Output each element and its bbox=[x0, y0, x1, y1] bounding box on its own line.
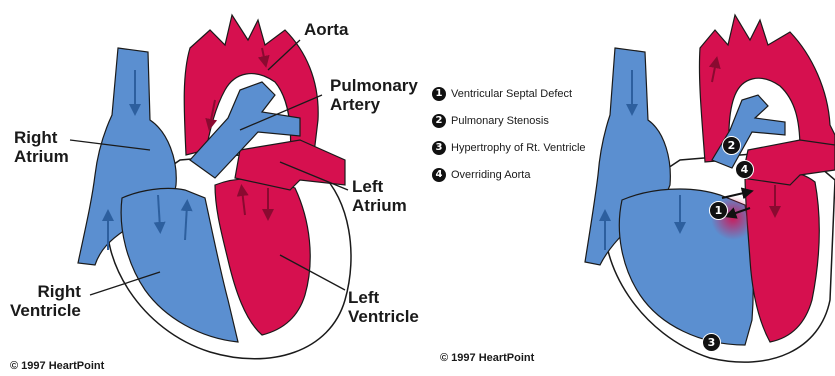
copyright-left: © 1997 HeartPoint bbox=[10, 360, 104, 372]
legend-number-badge: 1 bbox=[432, 87, 446, 101]
label-left-atrium-line2: Atrium bbox=[352, 196, 407, 215]
label-left-ventricle-line2: Ventricle bbox=[348, 307, 419, 326]
label-right-atrium-line2: Atrium bbox=[14, 147, 69, 166]
legend-text: Overriding Aorta bbox=[451, 169, 530, 181]
label-left-atrium-line1: Left bbox=[352, 177, 407, 196]
marker-4-overriding-aorta: 4 bbox=[735, 160, 754, 179]
legend-text: Ventricular Septal Defect bbox=[451, 88, 572, 100]
legend-item: 3 Hypertrophy of Rt. Ventricle bbox=[432, 134, 586, 161]
copyright-right: © 1997 HeartPoint bbox=[440, 352, 534, 364]
label-right-ventricle-line2: Ventricle bbox=[10, 301, 81, 320]
label-left-atrium: Left Atrium bbox=[352, 177, 407, 215]
legend-item: 4 Overriding Aorta bbox=[432, 161, 586, 188]
marker-3-hypertrophy: 3 bbox=[702, 333, 721, 352]
label-aorta: Aorta bbox=[304, 20, 348, 39]
tetralogy-heart bbox=[585, 15, 835, 362]
label-left-ventricle: Left Ventricle bbox=[348, 288, 419, 326]
legend-number-badge: 2 bbox=[432, 114, 446, 128]
label-left-ventricle-line1: Left bbox=[348, 288, 419, 307]
legend-text: Pulmonary Stenosis bbox=[451, 115, 549, 127]
legend-text: Hypertrophy of Rt. Ventricle bbox=[451, 142, 586, 154]
label-right-ventricle: Right Ventricle bbox=[10, 282, 81, 320]
label-pulmonary-artery-line2: Artery bbox=[330, 95, 418, 114]
label-right-atrium: Right Atrium bbox=[14, 128, 69, 166]
marker-1-septal-defect: 1 bbox=[709, 201, 728, 220]
legend-number-badge: 4 bbox=[432, 168, 446, 182]
label-right-atrium-line1: Right bbox=[14, 128, 69, 147]
legend-item: 2 Pulmonary Stenosis bbox=[432, 107, 586, 134]
aorta-tof bbox=[699, 15, 835, 162]
label-pulmonary-artery-line1: Pulmonary bbox=[330, 76, 418, 95]
label-right-ventricle-line1: Right bbox=[10, 282, 81, 301]
legend: 1 Ventricular Septal Defect 2 Pulmonary … bbox=[432, 80, 586, 188]
legend-item: 1 Ventricular Septal Defect bbox=[432, 80, 586, 107]
normal-heart bbox=[70, 15, 351, 359]
marker-2-pulmonary-stenosis: 2 bbox=[722, 136, 741, 155]
legend-number-badge: 3 bbox=[432, 141, 446, 155]
label-pulmonary-artery: Pulmonary Artery bbox=[330, 76, 418, 114]
